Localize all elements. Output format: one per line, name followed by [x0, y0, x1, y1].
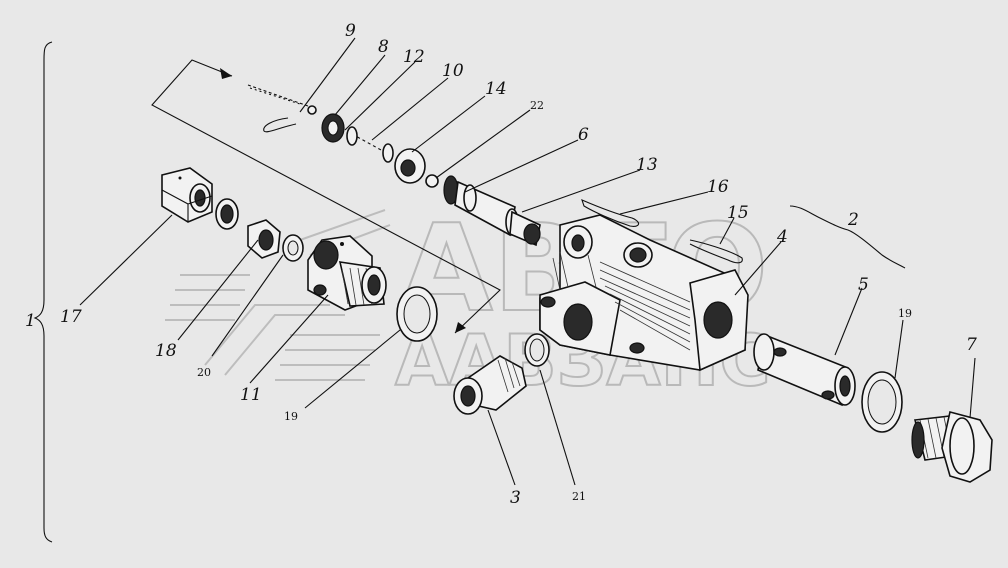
label-19-left: 19: [284, 410, 298, 423]
label-7: 7: [966, 335, 977, 355]
part-11-union: [307, 235, 387, 311]
part-5-pipe: [753, 333, 856, 407]
part-10-spring: [346, 126, 394, 163]
label-15: 15: [727, 203, 749, 223]
assembly-2-brace: [789, 205, 906, 269]
label-4: 4: [776, 227, 788, 247]
part-9-spring: [247, 84, 317, 133]
label-22: 22: [530, 99, 544, 112]
part-16-pin: [581, 199, 640, 227]
part-4-valve-body: [539, 214, 749, 372]
label-17: 17: [60, 307, 82, 327]
part-14-washer: [394, 148, 426, 184]
label-11: 11: [240, 385, 262, 405]
label-14: 14: [485, 79, 507, 99]
part-17-fitting: [161, 167, 213, 223]
part-8-washer: [321, 113, 345, 143]
label-19-right: 19: [898, 307, 912, 320]
assembly-arrow: [151, 59, 501, 334]
part-19-gasket-right: [861, 371, 903, 433]
label-5: 5: [858, 275, 869, 295]
label-2: 2: [847, 210, 859, 230]
part-20-ring: [282, 234, 304, 262]
part-22-ball: [425, 174, 439, 188]
assembly-1-brace: [33, 41, 53, 543]
label-10: 10: [442, 61, 464, 81]
leader-lines: [79, 37, 976, 486]
label-6: 6: [578, 125, 589, 145]
part-3-fitting: [453, 355, 527, 415]
label-13: 13: [636, 155, 658, 175]
part-labels: 9 8 12 10 14 22 6 13 16 15 2 4 5 19 7 1 …: [25, 21, 977, 508]
label-18: 18: [155, 341, 177, 361]
label-20: 20: [197, 366, 211, 379]
label-1: 1: [25, 311, 36, 331]
part-19-gasket-left: [396, 286, 438, 342]
part-7-plug: [911, 411, 993, 483]
part-18-nut: [247, 219, 281, 259]
label-9: 9: [345, 21, 356, 41]
part-washer-a: [215, 198, 239, 230]
label-12: 12: [403, 47, 425, 67]
label-3: 3: [510, 488, 521, 508]
part-6-valve: [443, 175, 541, 247]
label-16: 16: [707, 177, 729, 197]
part-21-ring: [524, 333, 550, 367]
label-21: 21: [572, 490, 586, 503]
label-8: 8: [378, 37, 389, 57]
part-15-cotter: [689, 239, 743, 264]
